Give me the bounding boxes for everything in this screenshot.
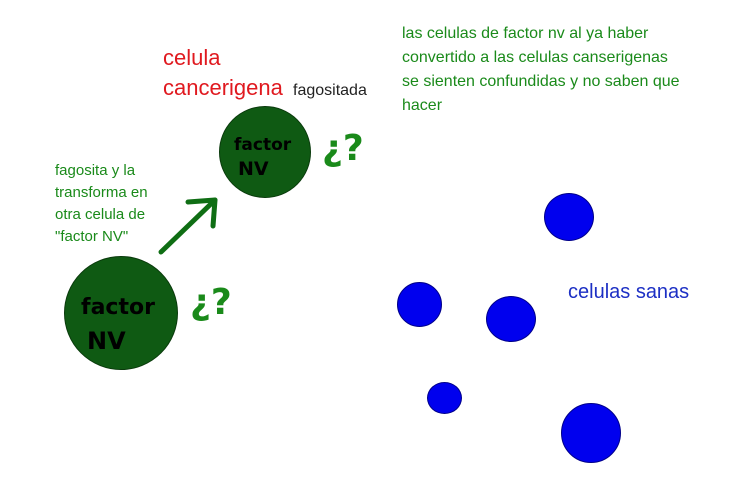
left-note-line: fagosita y la: [55, 162, 136, 179]
left-note-line: transforma en: [55, 184, 148, 201]
cancer-cell-label: celula cancerigena: [163, 43, 283, 103]
healthy-cells-label: celulas sanas: [568, 281, 690, 303]
healthy-cell: [544, 193, 594, 241]
cell-label-line2: NV: [87, 327, 126, 355]
healthy-cell: [427, 382, 462, 414]
left-note-line: otra celula de: [55, 206, 146, 223]
arrow-up-right-icon: [158, 197, 218, 255]
question-mark-large: ¿?: [190, 282, 232, 323]
cancer-cell-label-line1: celula: [163, 45, 221, 70]
top-note-line: las celulas de factor nv al ya haber: [402, 25, 649, 42]
top-note-line: se sienten confundidas y no saben que: [402, 73, 680, 90]
cancer-cell-label-line2: cancerigena: [163, 75, 283, 100]
factor-nv-cell-small: factor NV: [219, 106, 311, 198]
factor-nv-cell-large: factor NV: [64, 256, 178, 370]
healthy-cell: [397, 282, 442, 327]
top-note-line: convertido a las celulas canserigenas: [402, 49, 668, 66]
left-note: fagosita y la transforma en otra celula …: [55, 160, 148, 248]
left-note-line: "factor NV": [55, 228, 129, 245]
healthy-cell: [486, 296, 536, 342]
top-note-line: hacer: [402, 97, 443, 114]
phagocytosed-label: fagositada: [293, 82, 367, 99]
cell-label-line2: NV: [238, 158, 269, 180]
cell-label-line1: factor: [234, 135, 292, 155]
cell-label-line1: factor: [81, 295, 155, 320]
healthy-cell: [561, 403, 621, 463]
question-mark-small: ¿?: [322, 128, 364, 169]
top-note: las celulas de factor nv al ya haber con…: [402, 22, 680, 118]
